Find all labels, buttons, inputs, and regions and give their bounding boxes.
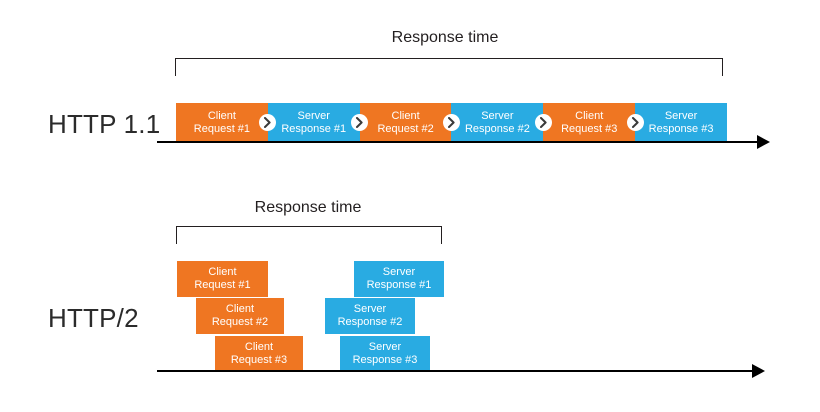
segment-label-line2: Request #1: [193, 122, 251, 135]
block-label-line2: Request #3: [230, 354, 288, 366]
chevron-right-icon: [443, 114, 460, 131]
chevron-right-icon: [259, 114, 277, 131]
segment-label-line2: Request #2: [377, 122, 434, 135]
block-label-line2: Response #1: [366, 279, 432, 291]
segment-label-line1: Server: [297, 109, 330, 122]
chevron-right-icon: [626, 114, 644, 131]
block-label-line2: Request #2: [211, 316, 269, 328]
block-label-line1: Server: [382, 266, 416, 278]
segment-label-line1: Server: [664, 109, 698, 122]
segment-label-line1: Client: [575, 109, 604, 122]
block-label-line1: Client: [208, 266, 237, 278]
segment-label-line1: Server: [481, 109, 514, 122]
segment-label-line1: Client: [391, 109, 420, 122]
http11-response-time-label: Response time: [391, 29, 499, 46]
block-label-line2: Response #3: [352, 354, 418, 366]
block-label-line1: Client: [225, 303, 255, 315]
segment-label-line2: Response #3: [648, 122, 714, 135]
segment-label-line1: Client: [207, 109, 236, 122]
http11-time-axis: [157, 141, 757, 144]
block-label-line2: Response #2: [337, 316, 403, 328]
http2-time-axis: [157, 370, 752, 373]
http2-title: HTTP/2: [48, 303, 139, 333]
block-label-line2: Request #1: [194, 279, 251, 291]
http11-title: HTTP 1.1: [48, 109, 161, 139]
http11-time-axis-arrow-icon: [757, 135, 770, 149]
segment-label-line2: Request #3: [561, 122, 618, 135]
http11-response-time-bracket: [175, 58, 723, 76]
http2-time-axis-arrow-icon: [752, 364, 765, 378]
chevron-right-icon: [351, 114, 369, 131]
http2-response-time-label: Response time: [254, 199, 362, 216]
block-label-line1: Server: [353, 303, 387, 315]
segment-label-line2: Response #2: [464, 122, 530, 135]
chevron-right-icon: [534, 114, 552, 131]
http2-response-time-bracket: [176, 226, 442, 244]
segment-label-line2: Response #1: [281, 122, 347, 135]
block-label-line1: Server: [368, 341, 402, 353]
block-label-line1: Client: [244, 341, 274, 353]
